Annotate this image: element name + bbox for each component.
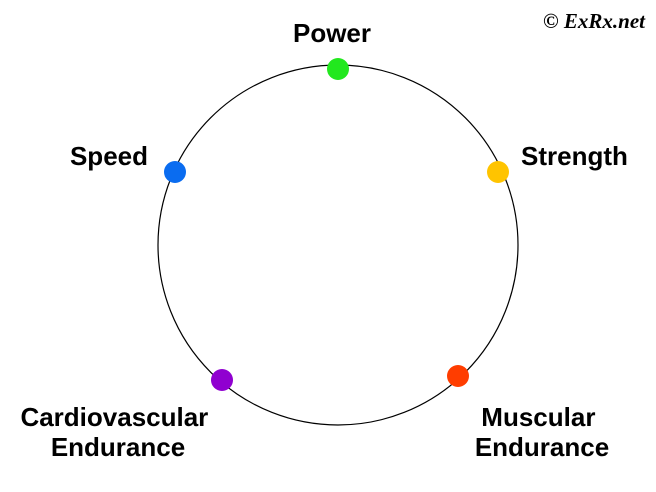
node-label-strength: Strength	[521, 141, 628, 171]
node-label-line: Endurance	[51, 432, 185, 462]
node-dot-muscular-endurance	[447, 365, 469, 387]
node-dot-strength	[487, 161, 509, 183]
node-dot-cardiovascular-endurance	[211, 369, 233, 391]
node-dot-speed	[164, 161, 186, 183]
node-label-muscular-endurance: Muscular Endurance	[475, 402, 609, 462]
node-label-speed: Speed	[70, 141, 148, 171]
node-dot-power	[327, 58, 349, 80]
node-label-line: Cardiovascular	[20, 402, 208, 432]
node-speed: Speed	[70, 141, 186, 183]
node-label-power: Power	[293, 18, 371, 48]
node-label-line: Muscular	[481, 402, 595, 432]
node-cardiovascular-endurance: Cardiovascular Endurance	[20, 369, 233, 462]
node-label-line: Endurance	[475, 432, 609, 462]
node-muscular-endurance: Muscular Endurance	[447, 365, 609, 462]
copyright-notice: © ExRx.net	[543, 9, 646, 33]
node-label-cardiovascular-endurance: Cardiovascular Endurance	[20, 402, 215, 462]
node-label-line: Power	[293, 18, 371, 48]
node-power: Power	[293, 18, 371, 80]
node-label-line: Strength	[521, 141, 628, 171]
node-strength: Strength	[487, 141, 628, 183]
node-label-line: Speed	[70, 141, 148, 171]
